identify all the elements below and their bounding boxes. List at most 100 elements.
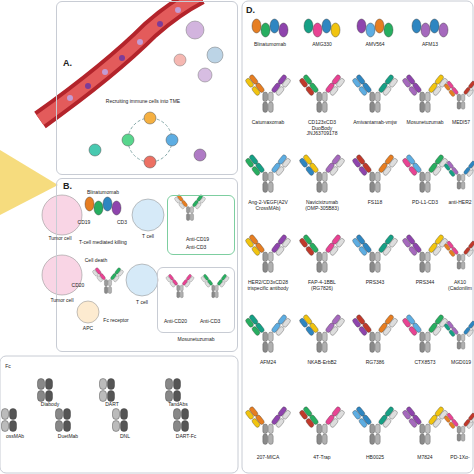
blood-vessel (40, 0, 200, 120)
antibody-icon (165, 274, 194, 298)
box-label: Anti-CD3 (200, 318, 220, 324)
antibody-fragment (85, 197, 121, 215)
annotation: Blinatumomab (81, 190, 125, 196)
annotation: DNL (113, 434, 137, 440)
antibody-name: 207-MICA (245, 455, 291, 461)
cell (194, 149, 206, 161)
annotation: Cell death (81, 258, 111, 264)
cell (122, 134, 134, 146)
panel: D. (242, 1, 473, 473)
annotation: Fc (2, 364, 14, 370)
annotation: Fc receptor (98, 318, 134, 324)
annotation: Tumor cell (43, 236, 77, 242)
panel: A. (56, 1, 238, 175)
immune-cell (102, 69, 108, 75)
antibody-icon (443, 80, 474, 109)
antibody-icon (244, 234, 291, 272)
antibody-icon (92, 267, 124, 293)
annotation: CD19 (75, 220, 93, 226)
annotation: CD3 (114, 220, 130, 226)
antibody-icon (443, 320, 474, 349)
immune-cell (119, 55, 125, 61)
cell (132, 199, 164, 231)
immune-cell (157, 21, 163, 27)
antibody-name: PD-L1-CD3 (405, 200, 445, 206)
antibody-name: Navicixizumab (OMP-305B83) (299, 200, 345, 211)
antibody-icon (244, 154, 291, 192)
antibody-fragment (252, 19, 288, 37)
cell (166, 134, 178, 146)
cell (174, 54, 186, 66)
cell (207, 47, 223, 63)
antibody-icon (401, 74, 448, 112)
antibody-icon (351, 314, 398, 352)
antibody-name: NKAB-ErbB2 (299, 360, 345, 366)
format-icon (2, 409, 17, 432)
inset-box: Anti-CD19Anti-CD3 (167, 195, 235, 255)
format-icon (100, 379, 115, 402)
box-label: Anti-CD20 (164, 318, 187, 324)
antibody-icon (401, 234, 448, 272)
antibody-name: HB0025 (355, 455, 395, 461)
immune-cell (67, 95, 73, 101)
antibody-icon (401, 406, 448, 444)
format-icon (56, 409, 71, 432)
annotation: TandAbs (161, 402, 195, 408)
cell (186, 21, 204, 39)
antibody-name: Mosunetuzumab (402, 120, 448, 126)
annotation: DuetMab (51, 434, 85, 440)
cycle-ring (128, 118, 172, 162)
antibody-icon (244, 74, 291, 112)
annotation: Recruiting immune cells into TME (101, 99, 185, 105)
antibody-icon (244, 314, 291, 352)
antibody-icon (351, 406, 398, 444)
antibody-fragment (304, 19, 340, 37)
antibody-icon (298, 154, 345, 192)
antibody-icon (401, 154, 448, 192)
cell (42, 195, 82, 235)
antibody-fragment (412, 19, 448, 37)
annotation: T cell (136, 234, 160, 240)
antibody-name: RG7386 (355, 360, 395, 366)
antibody-name: M7824 (405, 455, 445, 461)
cell (198, 68, 212, 82)
antibody-name: anti-HER2 (448, 200, 472, 206)
antibody-icon (298, 406, 345, 444)
inset-box: Anti-CD20 Anti-CD3 (157, 267, 235, 333)
antibody-icon (298, 234, 345, 272)
annotation: Mosunetuzumab (171, 337, 221, 343)
format-icon (166, 379, 181, 402)
panel-letter: B. (63, 181, 72, 191)
antibody-name: FS118 (355, 200, 395, 206)
antibody-name: Amivantamab-vmjw (351, 120, 399, 126)
antibody-name: PRS344 (405, 280, 445, 286)
cell (42, 255, 82, 295)
antibody-icon (298, 74, 345, 112)
antibody-name: CD123xCD3 DuoBody JNJ63709178 (299, 120, 345, 137)
immune-cell (137, 39, 143, 45)
antibody-name: PD-1Xα- (448, 455, 472, 461)
antibody-icon (351, 154, 398, 192)
antibody-icon (443, 412, 474, 441)
panel-letter: D. (246, 5, 255, 15)
cell (89, 144, 101, 156)
annotation: ossMAb (2, 434, 28, 440)
cell (144, 112, 156, 124)
format-icon (174, 409, 189, 432)
antibody-name: MGD019 (450, 360, 472, 366)
antibody-icon (174, 194, 206, 220)
format-icon (38, 379, 53, 402)
box-label: Anti-CD3 (186, 244, 206, 250)
box-label: Anti-CD19 (186, 236, 209, 242)
antibody-name: FAP-4-1BBL (RG7826) (299, 280, 345, 291)
antibody-name: AK10 (Cadonilim (448, 280, 472, 291)
cell (144, 156, 156, 168)
antibody-name: AFM13 (410, 42, 450, 48)
antibody-icon (200, 274, 229, 298)
cell (77, 301, 99, 323)
antibody-name: 4T-Trap (299, 455, 345, 461)
antibody-name: AMG330 (302, 42, 342, 48)
annotation: T-cell mediated killing (73, 240, 133, 246)
antibody-icon (443, 160, 474, 189)
antibody-icon (351, 74, 398, 112)
